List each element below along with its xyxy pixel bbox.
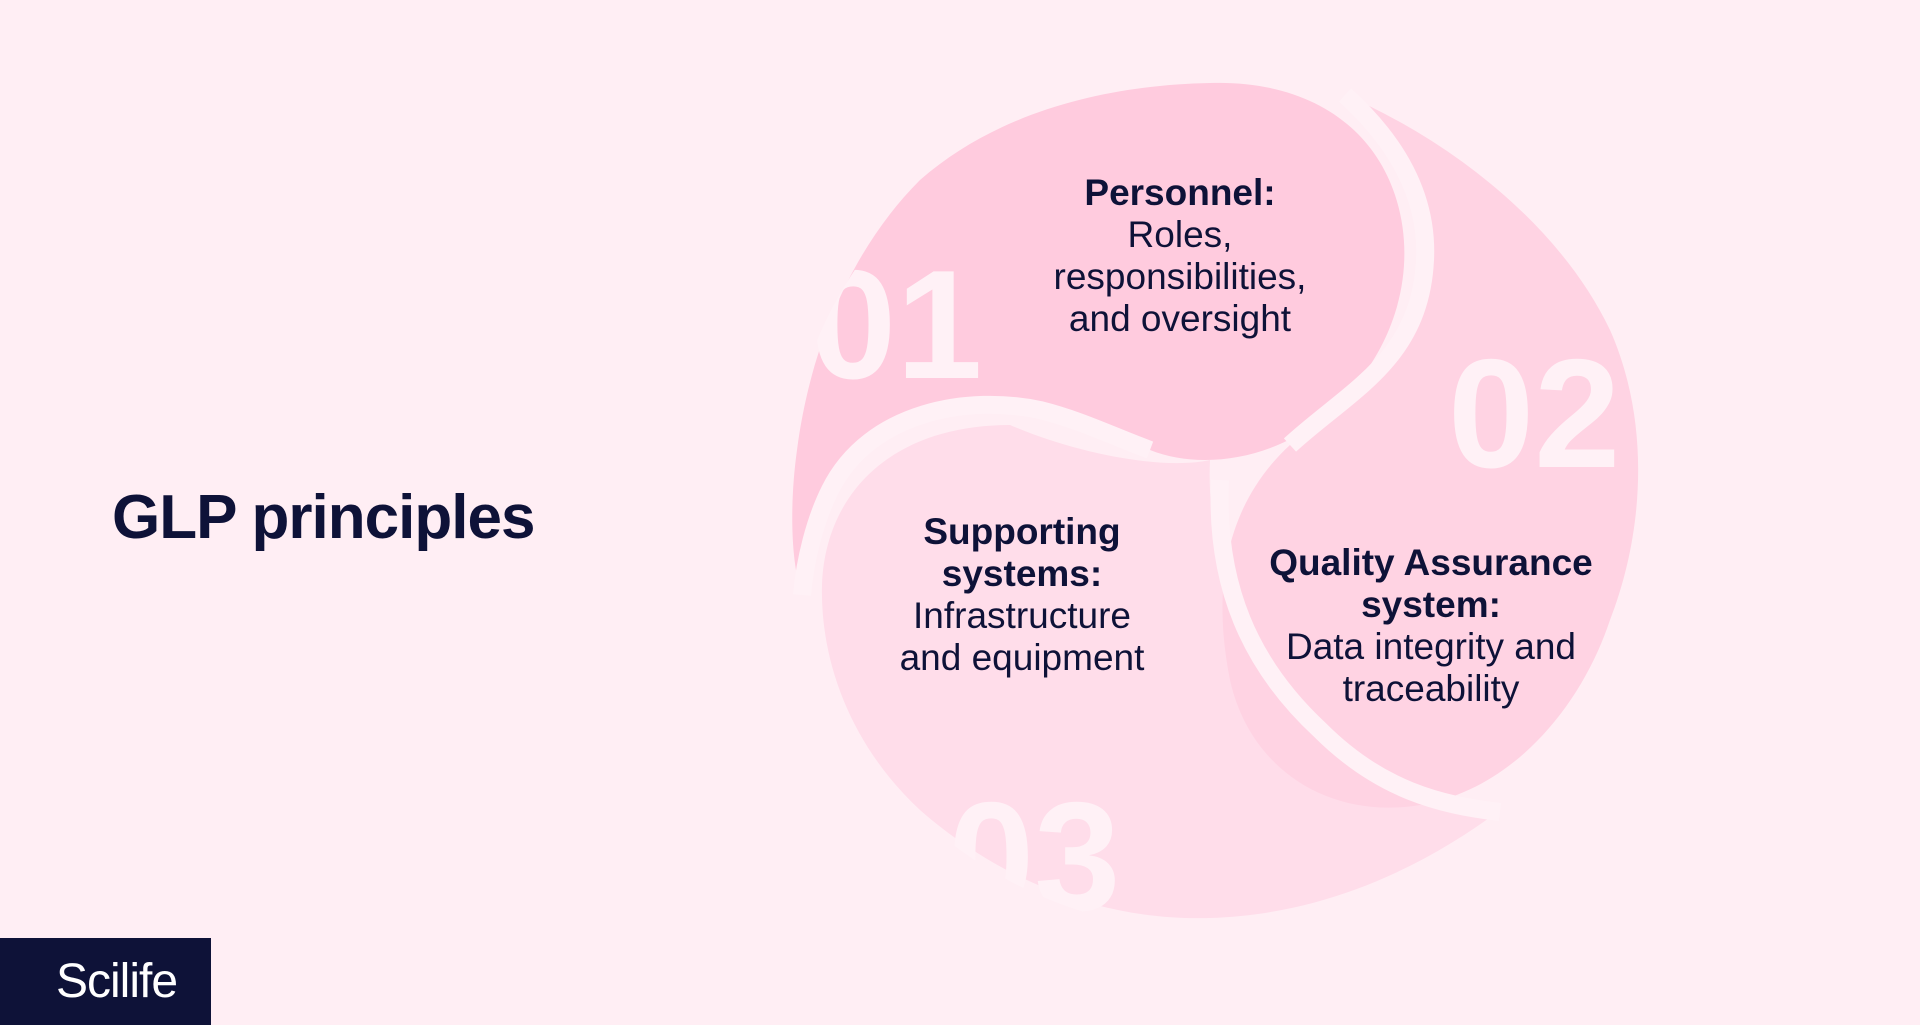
number-03: 03 xyxy=(948,770,1120,943)
principle-body-line: and oversight xyxy=(1068,298,1292,339)
principle-heading: Quality Assurance system: xyxy=(1269,542,1593,625)
separator-3 xyxy=(793,395,1154,596)
principle-heading: Personnel: xyxy=(1084,172,1276,213)
principle-body-line: and equipment xyxy=(899,637,1145,678)
principle-body-line: Infrastructure xyxy=(913,595,1131,636)
scilife-logo: Scilife xyxy=(0,938,211,1025)
separator-1 xyxy=(1283,88,1435,452)
segment-01 xyxy=(792,82,1405,596)
principle-body-line: Data integrity and xyxy=(1285,626,1576,667)
number-02: 02 xyxy=(1448,327,1620,500)
separator-2 xyxy=(1210,479,1502,821)
number-01: 01 xyxy=(810,238,982,411)
logo-text: Scilife xyxy=(55,955,178,1008)
principle-body-line: Roles, xyxy=(1127,214,1233,255)
principle-supporting-systems: Supporting systems: Infrastructure and e… xyxy=(862,511,1182,679)
principle-heading: Supporting systems: xyxy=(923,511,1121,594)
principle-quality-assurance: Quality Assurance system: Data integrity… xyxy=(1241,542,1621,710)
page-title: GLP principles xyxy=(112,483,535,552)
principle-body-line: traceability xyxy=(1342,668,1520,709)
principle-body-line: responsibilities, xyxy=(1053,256,1307,297)
principle-personnel: Personnel: Roles, responsibilities, and … xyxy=(1010,172,1350,340)
segment-02 xyxy=(1222,95,1639,808)
